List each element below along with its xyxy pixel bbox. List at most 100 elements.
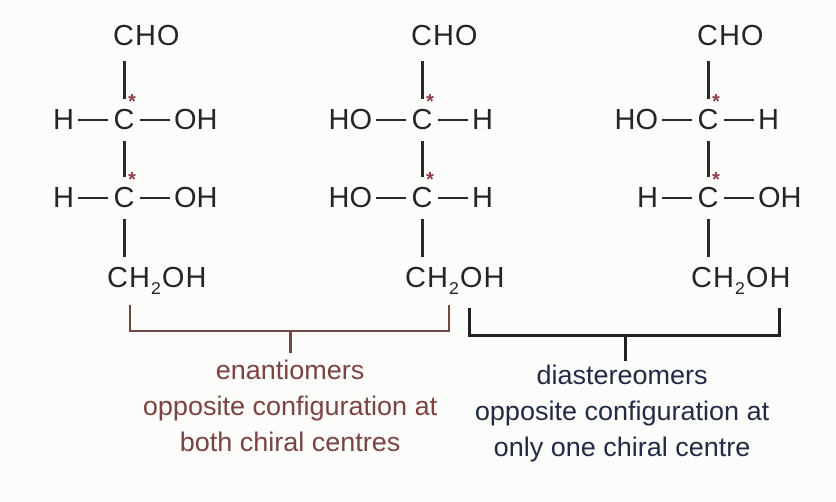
vertical-bond xyxy=(421,141,424,177)
substituent-right: OH xyxy=(174,181,218,214)
fischer-projection-2: CHO HO C* H HO C* H CH2OH xyxy=(317,16,527,298)
carbon-letter: C xyxy=(113,103,135,136)
fischer-projection-1: CHO H C* OH H C* OH CH2OH xyxy=(19,16,229,298)
enantiomers-caption: enantiomers opposite configuration at bo… xyxy=(110,352,470,460)
vertical-bond-row xyxy=(603,216,813,260)
substituent-right: OH xyxy=(758,181,802,214)
vertical-bond-row xyxy=(317,58,527,102)
bottom-group-prefix: CH xyxy=(691,262,735,294)
top-group-row: CHO xyxy=(19,16,229,58)
vertical-bond xyxy=(707,61,710,99)
top-group-row: CHO xyxy=(317,16,527,58)
carbon-label: C* xyxy=(696,169,720,215)
carbon-label: C* xyxy=(112,169,136,215)
top-group-label: CHO xyxy=(697,20,765,52)
carbon-label: C* xyxy=(112,91,136,137)
diastereomers-caption: diastereomers opposite configuration at … xyxy=(442,357,802,465)
chiral-asterisk: * xyxy=(426,168,434,191)
enantiomers-bracket xyxy=(129,305,450,332)
bottom-group-prefix: CH xyxy=(405,262,449,294)
diastereomers-line2: opposite configuration at xyxy=(474,396,770,426)
vertical-bond xyxy=(707,141,710,177)
chiral-asterisk: * xyxy=(712,90,720,113)
horizontal-bond xyxy=(662,118,692,122)
vertical-bond-row xyxy=(317,138,527,180)
fischer-projection-3: CHO HO C* H H C* OH CH2OH xyxy=(603,16,813,298)
carbon-letter: C xyxy=(411,181,433,214)
horizontal-bond xyxy=(662,196,692,200)
substituent-left: H xyxy=(637,181,658,214)
bottom-group-row: CH2OH xyxy=(317,260,527,298)
vertical-bond xyxy=(123,141,126,177)
horizontal-bond xyxy=(724,196,754,200)
substituent-left: H xyxy=(53,181,74,214)
bottom-group-label: CH2OH xyxy=(405,262,506,298)
chiral-carbon-row-2: HO C* H xyxy=(317,169,527,216)
chiral-asterisk: * xyxy=(426,90,434,113)
carbon-label: C* xyxy=(696,91,720,137)
horizontal-bond xyxy=(438,118,468,122)
enantiomers-bracket-tick xyxy=(289,330,292,353)
bottom-group-prefix: CH xyxy=(107,262,151,294)
chiral-asterisk: * xyxy=(712,168,720,191)
bottom-group-label: CH2OH xyxy=(107,262,208,298)
chiral-carbon-row-1: HO C* H xyxy=(317,91,527,138)
vertical-bond xyxy=(421,219,424,257)
substituent-left: HO xyxy=(328,103,373,136)
carbon-label: C* xyxy=(410,169,434,215)
horizontal-bond xyxy=(140,196,170,200)
carbon-label: C* xyxy=(410,91,434,137)
substituent-right: H xyxy=(472,103,493,136)
horizontal-bond xyxy=(724,118,754,122)
vertical-bond-row xyxy=(19,138,229,180)
substituent-right: H xyxy=(472,181,493,214)
bottom-group-subscript: 2 xyxy=(734,277,746,298)
substituent-right: H xyxy=(758,103,779,136)
carbon-letter: C xyxy=(697,103,719,136)
chiral-carbon-row-1: HO C* H xyxy=(603,91,813,138)
bottom-group-row: CH2OH xyxy=(19,260,229,298)
bottom-group-subscript: 2 xyxy=(448,277,460,298)
carbon-letter: C xyxy=(113,181,135,214)
enantiomers-line3: both chiral centres xyxy=(179,427,401,457)
vertical-bond xyxy=(421,61,424,99)
horizontal-bond xyxy=(78,118,108,122)
diastereomers-bracket xyxy=(468,308,781,337)
horizontal-bond xyxy=(78,196,108,200)
bottom-group-label: CH2OH xyxy=(691,262,792,298)
bottom-group-suffix: OH xyxy=(459,262,506,294)
substituent-left: HO xyxy=(328,181,373,214)
top-group-row: CHO xyxy=(603,16,813,58)
vertical-bond xyxy=(123,61,126,99)
top-group-label: CHO xyxy=(411,20,479,52)
horizontal-bond xyxy=(376,196,406,200)
substituent-right: OH xyxy=(174,103,218,136)
vertical-bond-row xyxy=(19,216,229,260)
bottom-group-row: CH2OH xyxy=(603,260,813,298)
chiral-asterisk: * xyxy=(128,168,136,191)
vertical-bond-row xyxy=(603,58,813,102)
chiral-carbon-row-2: H C* OH xyxy=(603,169,813,216)
diastereomers-bracket-tick xyxy=(624,334,627,361)
carbon-letter: C xyxy=(411,103,433,136)
vertical-bond xyxy=(707,219,710,257)
enantiomers-line2: opposite configuration at xyxy=(142,391,438,421)
horizontal-bond xyxy=(140,118,170,122)
diastereomers-line3: only one chiral centre xyxy=(493,432,751,462)
chiral-asterisk: * xyxy=(128,90,136,113)
bottom-group-suffix: OH xyxy=(745,262,792,294)
bottom-group-suffix: OH xyxy=(161,262,208,294)
vertical-bond-row xyxy=(317,216,527,260)
vertical-bond xyxy=(123,219,126,257)
bottom-group-subscript: 2 xyxy=(150,277,162,298)
chiral-carbon-row-2: H C* OH xyxy=(19,169,229,216)
carbon-letter: C xyxy=(697,181,719,214)
chiral-carbon-row-1: H C* OH xyxy=(19,91,229,138)
substituent-left: H xyxy=(53,103,74,136)
horizontal-bond xyxy=(438,196,468,200)
enantiomers-title: enantiomers xyxy=(215,355,365,385)
diastereomers-title: diastereomers xyxy=(536,360,708,390)
vertical-bond-row xyxy=(19,58,229,102)
top-group-label: CHO xyxy=(113,20,181,52)
